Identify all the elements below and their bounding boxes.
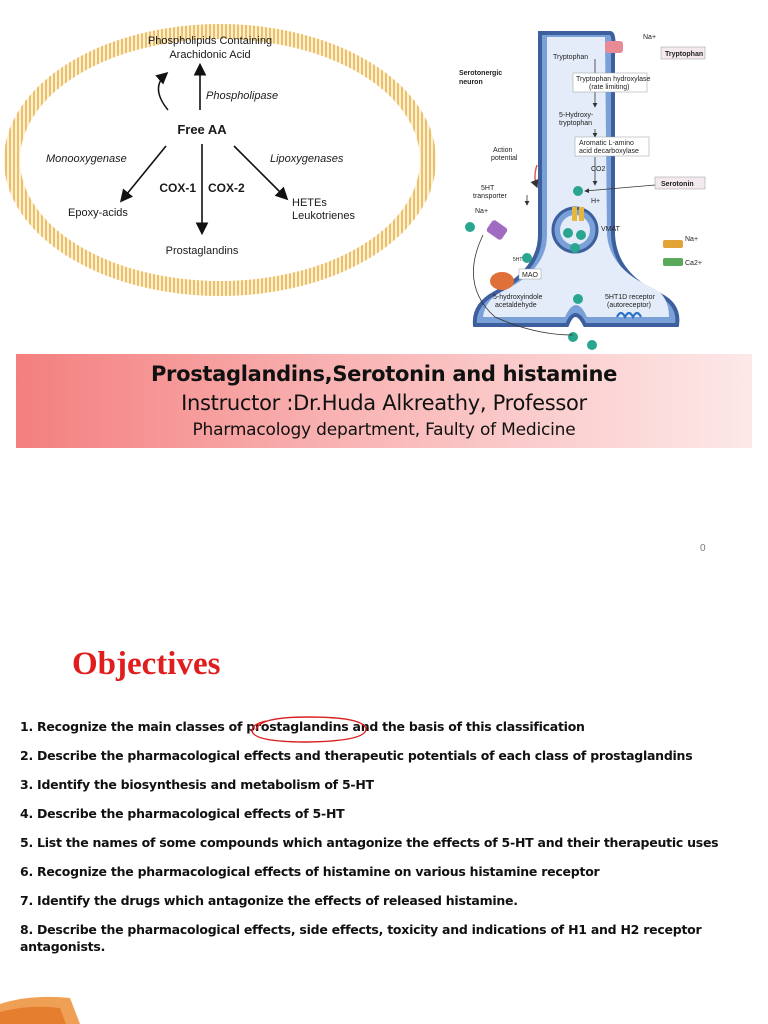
vmat-channel bbox=[572, 207, 577, 221]
na-top-label: Na+ bbox=[643, 34, 656, 41]
serotonin-dot bbox=[563, 228, 573, 238]
objective-item: 2. Describe the pharmacological effects … bbox=[20, 748, 693, 763]
decorative-corner-shape bbox=[0, 996, 80, 1024]
objective-item: 1. Recognize the main classes of prostag… bbox=[20, 719, 585, 734]
monooxygenase-arrow bbox=[119, 145, 167, 203]
hydroxy-tryptophan-label-2: tryptophan bbox=[559, 120, 592, 127]
monooxygenase-label: Monooxygenase bbox=[46, 153, 127, 165]
serotonin-dot bbox=[522, 253, 532, 263]
instructor-line: Instructor :Dr.Huda Alkreathy, Professor bbox=[181, 391, 587, 415]
arachidonic-acid-pathway-diagram: Phospholipids Containing Arachidonic Aci… bbox=[4, 24, 436, 296]
tryptophan-box-label: Tryptophan bbox=[665, 51, 703, 58]
epoxy-acids-label: Epoxy-acids bbox=[68, 207, 128, 219]
phospholipids-label-1: Phospholipids Containing bbox=[148, 35, 272, 47]
objective-item: 4. Describe the pharmacological effects … bbox=[20, 806, 345, 821]
cox2-label: COX-2 bbox=[208, 181, 245, 195]
hydroxylase-label-2: (rate limiting) bbox=[589, 84, 629, 91]
reacylation-arrow bbox=[155, 72, 169, 111]
serotonin-dot bbox=[573, 186, 583, 196]
page-number: 0 bbox=[700, 543, 706, 554]
objective-item: 6. Recognize the pharmacological effects… bbox=[20, 864, 600, 879]
autoreceptor bbox=[616, 311, 642, 320]
prostaglandins-label: Prostaglandins bbox=[166, 245, 239, 257]
na-channel bbox=[663, 240, 683, 248]
tryptophan-transporter bbox=[605, 41, 623, 53]
phospholipase-label: Phospholipase bbox=[206, 90, 278, 102]
serotonin-dot bbox=[570, 243, 580, 253]
objective-item: 3. Identify the biosynthesis and metabol… bbox=[20, 777, 374, 792]
serotonin-dot bbox=[573, 294, 583, 304]
cox1-label: COX-1 bbox=[159, 181, 196, 195]
objective-item: 5. List the names of some compounds whic… bbox=[20, 835, 719, 850]
serotonergic-label-1: Serotonergic bbox=[459, 70, 502, 77]
co2-label: CO2 bbox=[591, 166, 606, 173]
title-banner: Prostaglandins,Serotonin and histamine I… bbox=[16, 354, 752, 448]
tryptophan-inner-label: Tryptophan bbox=[553, 54, 588, 61]
hetes-label: HETEs bbox=[292, 197, 327, 209]
autoreceptor-label-2: (autoreceptor) bbox=[607, 302, 651, 309]
ca-channel bbox=[663, 258, 683, 266]
ca-label: Ca2+ bbox=[685, 260, 702, 267]
na-right-label: Na+ bbox=[685, 236, 698, 243]
leukotrienes-label: Leukotrienes bbox=[292, 210, 355, 222]
action-potential-label-2: potential bbox=[491, 155, 518, 162]
phospholipids-label-2: Arachidonic Acid bbox=[169, 49, 250, 61]
free-aa-label: Free AA bbox=[177, 122, 227, 137]
na-left-label: Na+ bbox=[475, 208, 488, 215]
acetaldehyde-label-2: acetaldehyde bbox=[495, 302, 537, 309]
objectives-list: 1. Recognize the main classes of prostag… bbox=[20, 718, 750, 967]
action-potential-label-1: Action bbox=[493, 147, 513, 154]
5ht-tag: 5HT bbox=[513, 257, 522, 263]
decarboxylase-label-2: acid decarboxylase bbox=[579, 148, 639, 155]
hydroxylase-label-1: Tryptophan hydroxylase bbox=[576, 76, 651, 83]
lipoxygenases-label: Lipoxygenases bbox=[270, 153, 344, 165]
vmat-label: VMAT bbox=[601, 226, 621, 233]
serotonergic-label-2: neuron bbox=[459, 79, 483, 86]
serotonin-dot bbox=[568, 332, 578, 342]
serotonergic-neuron-diagram: Serotonergic neuron Tryptophan Tryptopha… bbox=[459, 31, 706, 350]
serotonin-dot bbox=[576, 230, 586, 240]
serotonin-dot bbox=[587, 340, 597, 350]
transporter-label-1: 5HT bbox=[481, 185, 495, 192]
neuron-cytoplasm bbox=[483, 37, 669, 317]
autoreceptor-label-1: 5HT1D receptor bbox=[605, 294, 655, 301]
5ht-transporter bbox=[486, 220, 508, 240]
department-line: Pharmacology department, Faulty of Medic… bbox=[192, 420, 576, 440]
serotonin-box-label: Serotonin bbox=[661, 181, 694, 188]
mao-label: MAO bbox=[522, 272, 539, 279]
mao-mitochondrion bbox=[490, 272, 514, 290]
handwritten-circle-annotation bbox=[251, 716, 367, 743]
transporter-label-2: transporter bbox=[473, 193, 508, 200]
objective-item: 8. Describe the pharmacological effects,… bbox=[20, 922, 702, 954]
hydroxy-tryptophan-label-1: 5-Hydroxy- bbox=[559, 112, 594, 119]
serotonin-dot bbox=[465, 222, 475, 232]
objective-item: 7. Identify the drugs which antagonize t… bbox=[20, 893, 518, 908]
h-plus-label: H+ bbox=[591, 198, 600, 205]
decarboxylase-label-1: Aromatic L-amino bbox=[579, 140, 634, 147]
lipoxygenase-arrow bbox=[233, 145, 289, 201]
acetaldehyde-label-1: 5-hydroxyindole bbox=[493, 294, 543, 301]
lecture-title: Prostaglandins,Serotonin and histamine bbox=[150, 362, 618, 386]
objectives-heading: Objectives bbox=[72, 646, 221, 682]
